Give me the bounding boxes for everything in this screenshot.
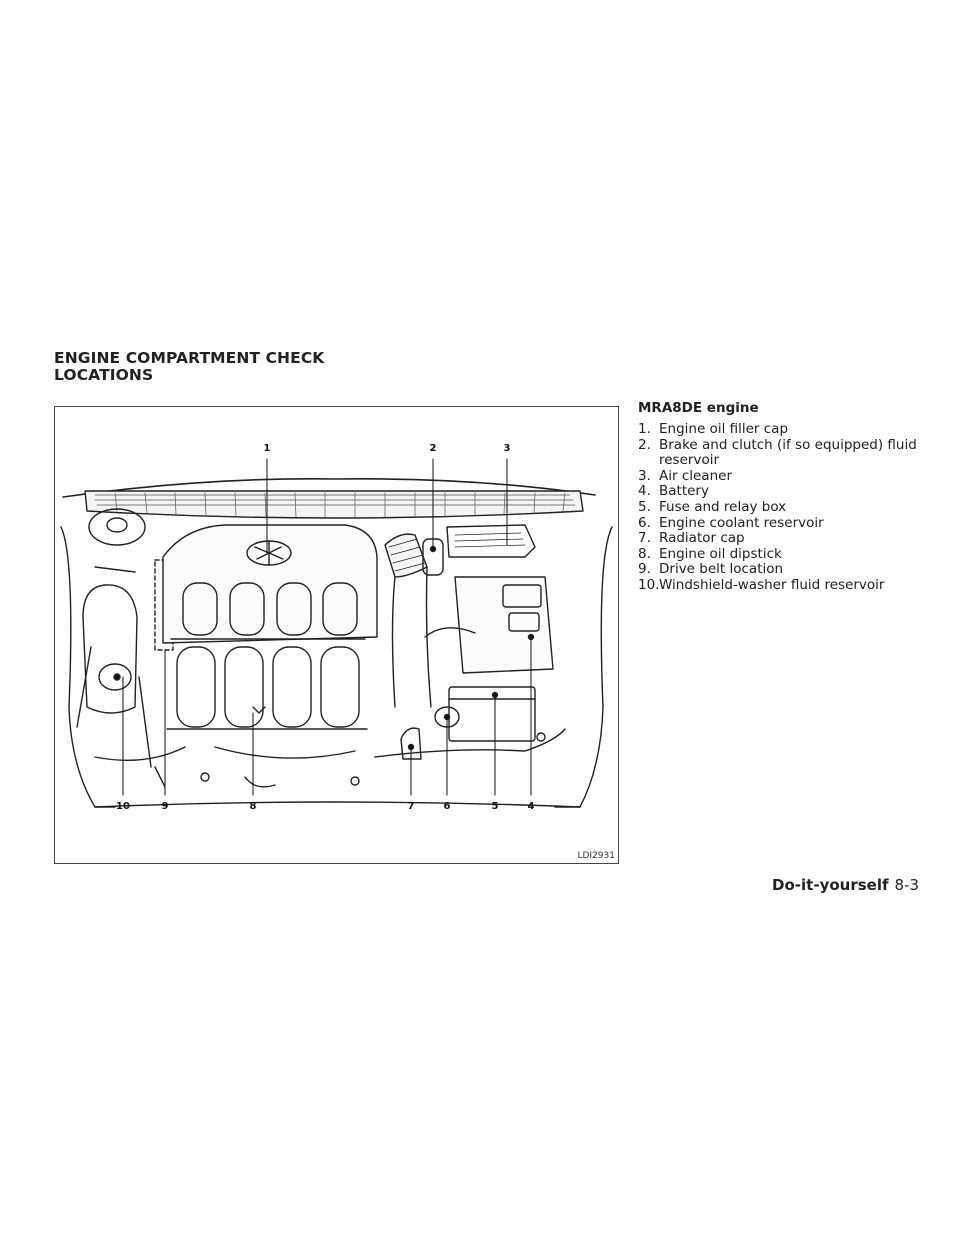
callout-10: 10 (116, 801, 130, 812)
page-footer: Do-it-yourself 8-3 (772, 876, 919, 894)
legend-item-text: Engine oil dipstick (659, 545, 782, 562)
callout-9: 9 (161, 801, 169, 812)
heading-line-1: ENGINE COMPARTMENT CHECK (54, 349, 325, 367)
legend-item-number: 2. (638, 436, 651, 453)
legend-item: 10.Windshield-washer fluid reservoir (638, 576, 938, 594)
legend-item: 7. Radiator cap (638, 531, 938, 547)
legend-item-number: 1. (638, 421, 651, 437)
legend-item: 6. Engine coolant reservoir (638, 514, 938, 532)
legend-item-text: Fuse and relay box (659, 498, 787, 515)
legend-item-text: Drive belt location (659, 561, 784, 578)
callout-6: 6 (443, 801, 451, 812)
legend-item-text: Engine coolant reservoir (659, 514, 824, 531)
legend-item-number: 8. (638, 545, 651, 562)
legend-item-number: 3. (638, 467, 651, 484)
legend-item-text: Air cleaner (659, 467, 732, 484)
engine-compartment-illustration: 1 2 3 10 9 8 7 6 5 4 LDI2931 (54, 406, 619, 864)
legend-title: MRA8DE engine (638, 400, 759, 416)
legend-item-text: Brake and clutch (if so equipped) fluid … (659, 436, 917, 469)
legend-item-number: 10. (638, 576, 660, 593)
callout-3: 3 (503, 443, 511, 454)
page-heading: ENGINE COMPARTMENT CHECK LOCATIONS (54, 350, 324, 384)
callout-1: 1 (263, 443, 271, 454)
legend-item: 9. Drive belt location (638, 562, 938, 578)
legend-item: 8. Engine oil dipstick (638, 545, 938, 563)
section-title: Do-it-yourself (772, 876, 889, 894)
callout-2: 2 (429, 443, 437, 454)
page-number: 8-3 (894, 876, 920, 894)
legend: MRA8DE engine 1. Engine oil filler cap 2.… (638, 400, 938, 594)
callout-7: 7 (407, 801, 415, 812)
legend-item: 4. Battery (638, 484, 938, 500)
legend-item-number: 6. (638, 514, 651, 531)
legend-item-number: 5. (638, 498, 651, 515)
legend-item-text: Engine oil filler cap (659, 421, 789, 437)
legend-item-text: Battery (659, 483, 709, 500)
legend-item-text: Windshield-washer fluid reservoir (659, 576, 885, 593)
heading-line-2: LOCATIONS (54, 366, 154, 384)
callout-4: 4 (527, 801, 535, 812)
legend-list: 1. Engine oil filler cap 2. Brake and clut… (638, 421, 938, 594)
legend-item: 2. Brake and clutch (if so equipped) flui… (638, 436, 938, 469)
legend-item: 5. Fuse and relay box (638, 498, 938, 516)
callout-5: 5 (491, 801, 499, 812)
callout-8: 8 (249, 801, 257, 812)
legend-item-number: 9. (638, 561, 651, 578)
legend-item-number: 7. (638, 530, 651, 547)
engine-drawing (60, 458, 613, 808)
legend-item: 3. Air cleaner (638, 467, 938, 485)
legend-item-text: Radiator cap (659, 530, 745, 547)
legend-item: 1. Engine oil filler cap (638, 421, 938, 438)
figure-code: LDI2931 (577, 851, 615, 861)
legend-item-number: 4. (638, 483, 651, 500)
